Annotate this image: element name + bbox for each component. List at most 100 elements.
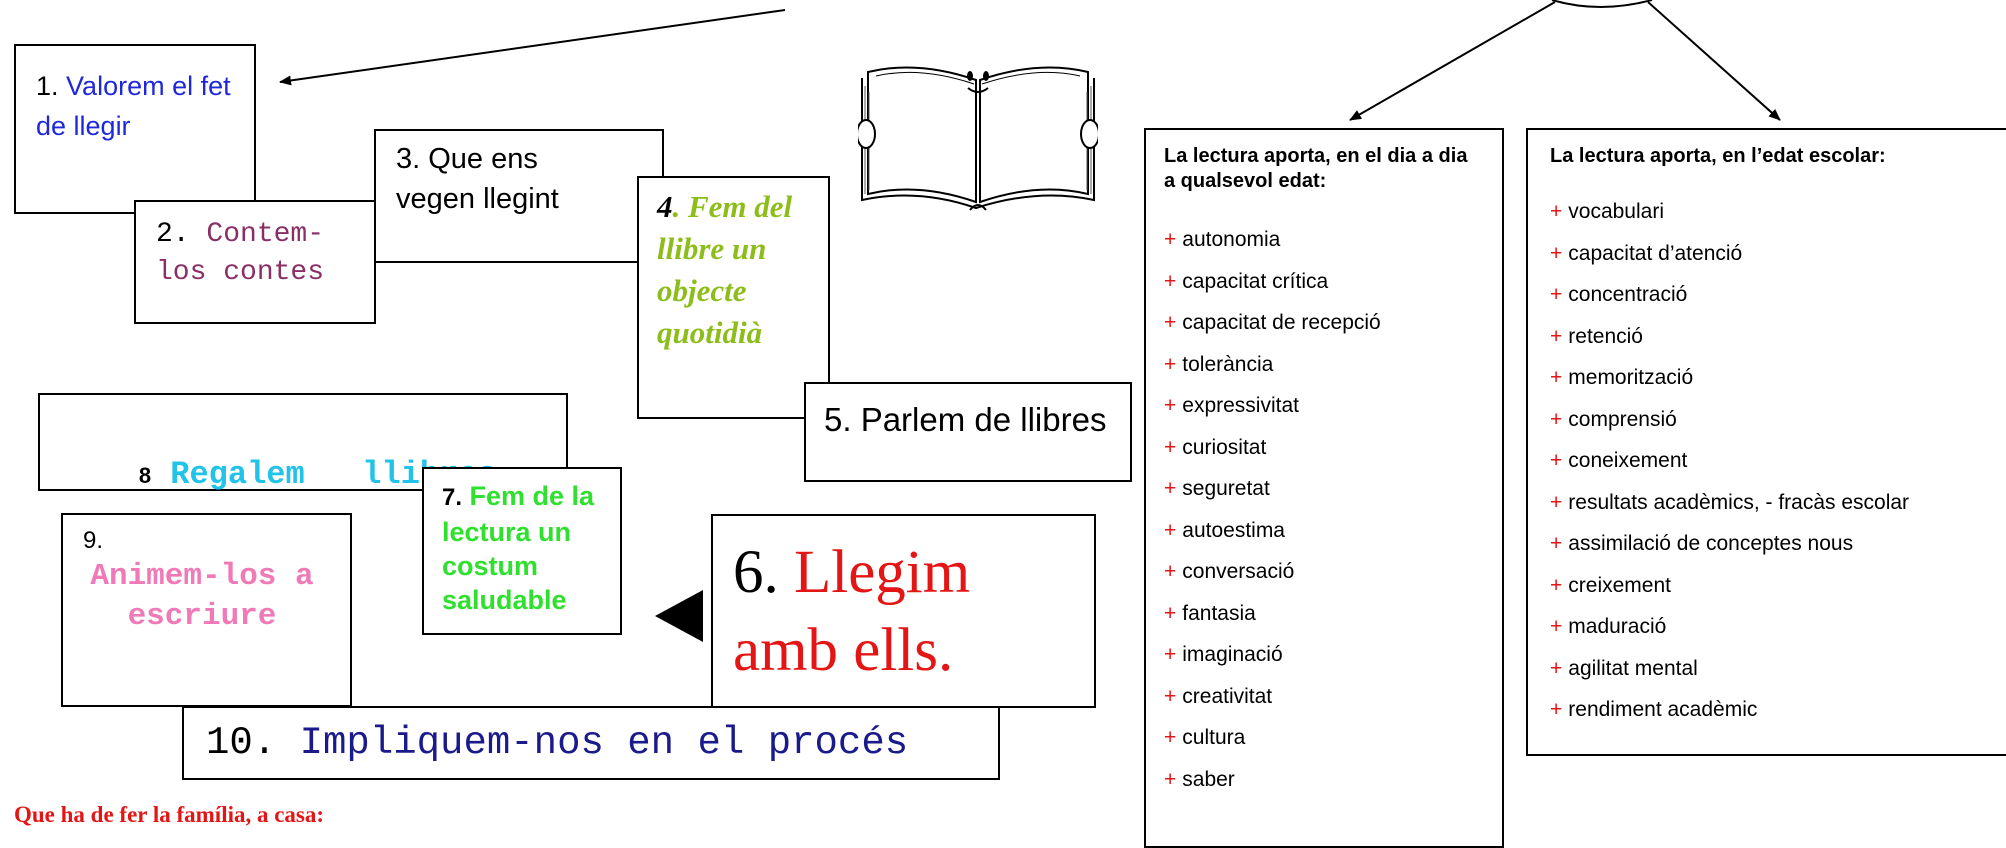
step-1-box: 1. Valorem el fet de llegir — [14, 44, 256, 214]
plus-icon: + — [1164, 394, 1177, 417]
plus-icon: + — [1550, 283, 1563, 306]
step-10-number: 10. — [206, 721, 277, 765]
plus-icon: + — [1550, 490, 1563, 514]
daily-benefit-item-label: creativitat — [1182, 684, 1273, 708]
daily-benefit-item: +imaginació — [1164, 634, 1381, 676]
daily-benefit-item-label: curiositat — [1182, 435, 1267, 459]
step-9-number: 9. — [83, 527, 104, 554]
step-9-box: 9. Animem-los a escriure — [61, 513, 352, 707]
connector-arrows — [279, 0, 1781, 121]
step-2-number: 2. — [156, 219, 190, 250]
daily-benefits-title: La lectura aporta, en el dia a dia a qua… — [1164, 145, 1468, 192]
school-benefit-item: +creixement — [1550, 565, 1909, 607]
partial-oval — [1551, 0, 1653, 8]
school-benefit-item-label: retenció — [1568, 324, 1643, 348]
step-7-text: Fem de la lectura un costum saludable — [442, 481, 595, 615]
step-5-text: 5. Parlem de llibres — [824, 401, 1107, 438]
plus-icon: + — [1550, 656, 1563, 680]
school-benefit-item: +rendiment acadèmic — [1550, 689, 1909, 731]
daily-benefit-item-label: autoestima — [1182, 518, 1285, 542]
school-benefit-item: +coneixement — [1550, 440, 1909, 482]
plus-icon: + — [1550, 698, 1563, 721]
step-10-box: 10. Impliquem-nos en el procés — [182, 706, 1000, 780]
step-8-number: 8 — [138, 463, 152, 488]
daily-benefit-item-label: tolerància — [1182, 352, 1274, 376]
plus-icon: + — [1550, 532, 1563, 555]
plus-icon: + — [1164, 726, 1177, 749]
daily-benefit-item: +fantasia — [1164, 593, 1381, 635]
school-benefit-item: +assimilació de conceptes nous — [1550, 523, 1909, 565]
step-2-box: 2. Contem-los contes — [134, 200, 376, 324]
school-benefits-title: La lectura aporta, en l’edat escolar: — [1550, 145, 1886, 167]
plus-icon: + — [1164, 601, 1177, 625]
plus-icon: + — [1164, 518, 1177, 542]
step-7-box: 7. Fem de la lectura un costum saludable — [422, 467, 622, 635]
triangle-arrow-left-icon — [655, 590, 703, 642]
arrow-to-school — [1647, 1, 1781, 121]
daily-benefit-item: +expressivitat — [1164, 385, 1381, 427]
daily-benefits-list: +autonomia+capacitat crítica+capacitat d… — [1164, 219, 1381, 800]
plus-icon: + — [1550, 241, 1563, 265]
step-6-number: 6. — [733, 539, 779, 606]
step-9-text: Animem-los a escriure — [90, 559, 314, 634]
school-benefit-item-label: agilitat mental — [1568, 656, 1698, 680]
daily-benefit-item-label: expressivitat — [1182, 394, 1299, 417]
daily-benefit-item: +conversació — [1164, 551, 1381, 593]
school-benefit-item: +vocabulari — [1550, 191, 1909, 233]
step-3-text: 3. Que ens vegen llegint — [396, 143, 559, 215]
daily-benefit-item-label: capacitat crítica — [1182, 269, 1329, 293]
plus-icon: + — [1164, 311, 1177, 334]
step-7-number: 7. — [442, 484, 463, 511]
step-1-number: 1. — [36, 71, 59, 101]
daily-benefit-item: +curiositat — [1164, 427, 1381, 469]
school-benefit-item: +retenció — [1550, 316, 1909, 358]
daily-benefit-item: +saber — [1164, 759, 1381, 801]
daily-benefit-item: +seguretat — [1164, 468, 1381, 510]
school-benefit-item-label: maduració — [1568, 615, 1667, 638]
school-benefit-item: +memorització — [1550, 357, 1909, 399]
plus-icon: + — [1164, 560, 1177, 583]
arrow-to-daily — [1349, 1, 1556, 121]
daily-benefits-box: La lectura aporta, en el dia a dia a qua… — [1144, 128, 1504, 848]
daily-benefit-item-label: autonomia — [1182, 228, 1281, 251]
school-benefit-item: +resultats acadèmics, - fracàs escolar — [1550, 482, 1909, 524]
step-4-text: . Fem del llibre un objecte quotidià — [657, 189, 793, 350]
daily-benefit-item: +autoestima — [1164, 510, 1381, 552]
school-benefit-item-label: creixement — [1568, 573, 1671, 597]
daily-benefit-item: +capacitat crítica — [1164, 261, 1381, 303]
plus-icon: + — [1164, 477, 1177, 500]
daily-benefit-item: +creativitat — [1164, 676, 1381, 718]
school-benefit-item-label: assimilació de conceptes nous — [1568, 532, 1854, 555]
arrow-to-step1 — [279, 9, 786, 86]
step-5-box: 5. Parlem de llibres — [804, 382, 1132, 482]
school-benefit-item: +capacitat d’atenció — [1550, 233, 1909, 275]
daily-benefit-item: +cultura — [1164, 717, 1381, 759]
daily-benefit-item-label: seguretat — [1182, 477, 1270, 500]
step-10-text: Impliquem-nos en el procés — [299, 721, 909, 765]
plus-icon: + — [1550, 366, 1563, 389]
plus-icon: + — [1164, 269, 1177, 293]
school-benefits-list: +vocabulari+capacitat d’atenció+concentr… — [1550, 191, 1909, 731]
plus-icon: + — [1164, 684, 1177, 708]
school-benefit-item-label: rendiment acadèmic — [1568, 698, 1758, 721]
school-benefit-item-label: resultats acadèmics, - fracàs escolar — [1568, 490, 1910, 514]
daily-benefit-item: +capacitat de recepció — [1164, 302, 1381, 344]
step-4-box: 4. Fem del llibre un objecte quotidià — [637, 176, 830, 419]
step-4-number: 4 — [657, 189, 673, 224]
plus-icon: + — [1164, 228, 1177, 251]
school-benefit-item-label: capacitat d’atenció — [1568, 241, 1743, 265]
step-1-text: Valorem el fet de llegir — [36, 71, 231, 141]
school-benefits-box: La lectura aporta, en l’edat escolar: +v… — [1526, 128, 2006, 756]
daily-benefit-item-label: conversació — [1182, 560, 1295, 583]
school-benefit-item: +maduració — [1550, 606, 1909, 648]
daily-benefit-item-label: capacitat de recepció — [1182, 311, 1381, 334]
step-6-text: Llegim amb ells. — [733, 539, 971, 684]
open-book-icon — [858, 66, 1098, 211]
daily-benefit-item-label: saber — [1182, 767, 1235, 791]
plus-icon: + — [1164, 767, 1177, 791]
plus-icon: + — [1164, 435, 1177, 459]
plus-icon: + — [1550, 324, 1563, 348]
daily-benefit-item: +autonomia — [1164, 219, 1381, 261]
plus-icon: + — [1550, 407, 1563, 431]
school-benefit-item-label: vocabulari — [1568, 200, 1664, 223]
